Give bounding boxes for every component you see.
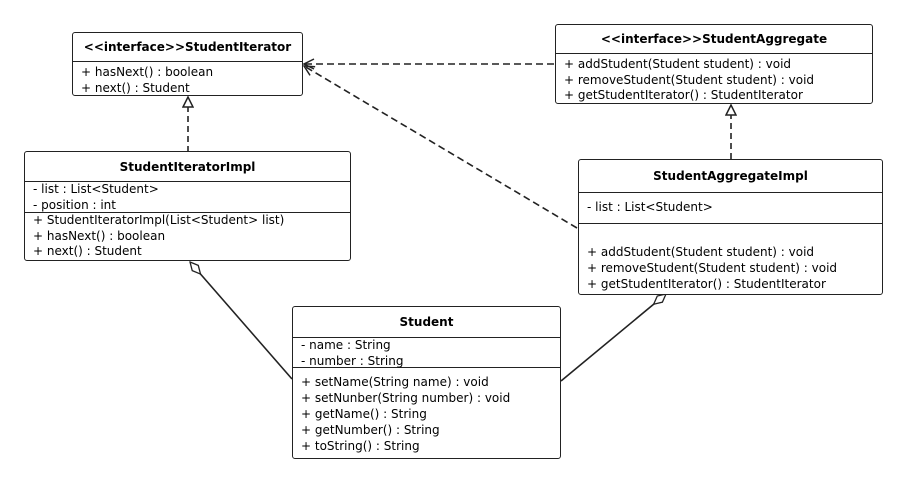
class-name: StudentIteratorImpl bbox=[25, 152, 350, 182]
attributes-section: - list : List<Student> bbox=[579, 193, 882, 224]
class-name: <<interface>>StudentAggregate bbox=[556, 25, 872, 54]
operation: + getStudentIterator() : StudentIterator bbox=[587, 277, 826, 291]
operation: + toString() : String bbox=[301, 439, 420, 453]
operation: + hasNext() : boolean bbox=[33, 228, 166, 243]
operations-section: + setName(String name) : void + setNunbe… bbox=[293, 368, 560, 454]
attribute: - number : String bbox=[301, 353, 404, 368]
class-student-iterator-impl[interactable]: StudentIteratorImpl - list : List<Studen… bbox=[24, 151, 351, 261]
attribute: - list : List<Student> bbox=[33, 182, 159, 196]
class-name: Student bbox=[293, 307, 560, 338]
operation: + addStudent(Student student) : void bbox=[564, 57, 792, 71]
operation: + removeStudent(Student student) : void bbox=[564, 72, 815, 87]
operation: + removeStudent(Student student) : void bbox=[587, 261, 838, 275]
operation: + getName() : String bbox=[301, 407, 427, 421]
operations-section: + StudentIteratorImpl(List<Student> list… bbox=[25, 213, 350, 260]
operations-section: + addStudent(Student student) : void + r… bbox=[579, 224, 882, 292]
operation: + next() : Student bbox=[81, 80, 190, 95]
aggregation-iterator-impl-student bbox=[190, 262, 293, 380]
operation: + addStudent(Student student) : void bbox=[587, 245, 815, 259]
attributes-section: - list : List<Student> - position : int bbox=[25, 182, 350, 213]
operation: + hasNext() : boolean bbox=[81, 65, 214, 79]
class-student-aggregate-impl[interactable]: StudentAggregateImpl - list : List<Stude… bbox=[578, 159, 883, 295]
aggregation-aggregate-impl-student bbox=[560, 294, 666, 382]
operation: + getNumber() : String bbox=[301, 423, 440, 437]
class-student-aggregate[interactable]: <<interface>>StudentAggregate + addStude… bbox=[555, 24, 873, 104]
operation: + setNunber(String number) : void bbox=[301, 391, 511, 405]
class-student[interactable]: Student - name : String - number : Strin… bbox=[292, 306, 561, 459]
operation: + next() : Student bbox=[33, 244, 142, 258]
dependency-aggregate-impl-to-iterator bbox=[304, 66, 578, 229]
attribute: - name : String bbox=[301, 338, 391, 352]
attribute: - position : int bbox=[33, 197, 116, 212]
class-name: StudentAggregateImpl bbox=[579, 160, 882, 193]
attributes-section: - name : String - number : String bbox=[293, 338, 560, 368]
class-name: <<interface>>StudentIterator bbox=[73, 33, 302, 62]
operations-section: + addStudent(Student student) : void + r… bbox=[556, 54, 872, 103]
operations-section: + hasNext() : boolean + next() : Student bbox=[73, 62, 302, 95]
class-student-iterator[interactable]: <<interface>>StudentIterator + hasNext()… bbox=[72, 32, 303, 96]
operation: + setName(String name) : void bbox=[301, 375, 489, 389]
attribute: - list : List<Student> bbox=[587, 200, 713, 215]
operation: + getStudentIterator() : StudentIterator bbox=[564, 88, 803, 102]
operation: + StudentIteratorImpl(List<Student> list… bbox=[33, 213, 285, 227]
